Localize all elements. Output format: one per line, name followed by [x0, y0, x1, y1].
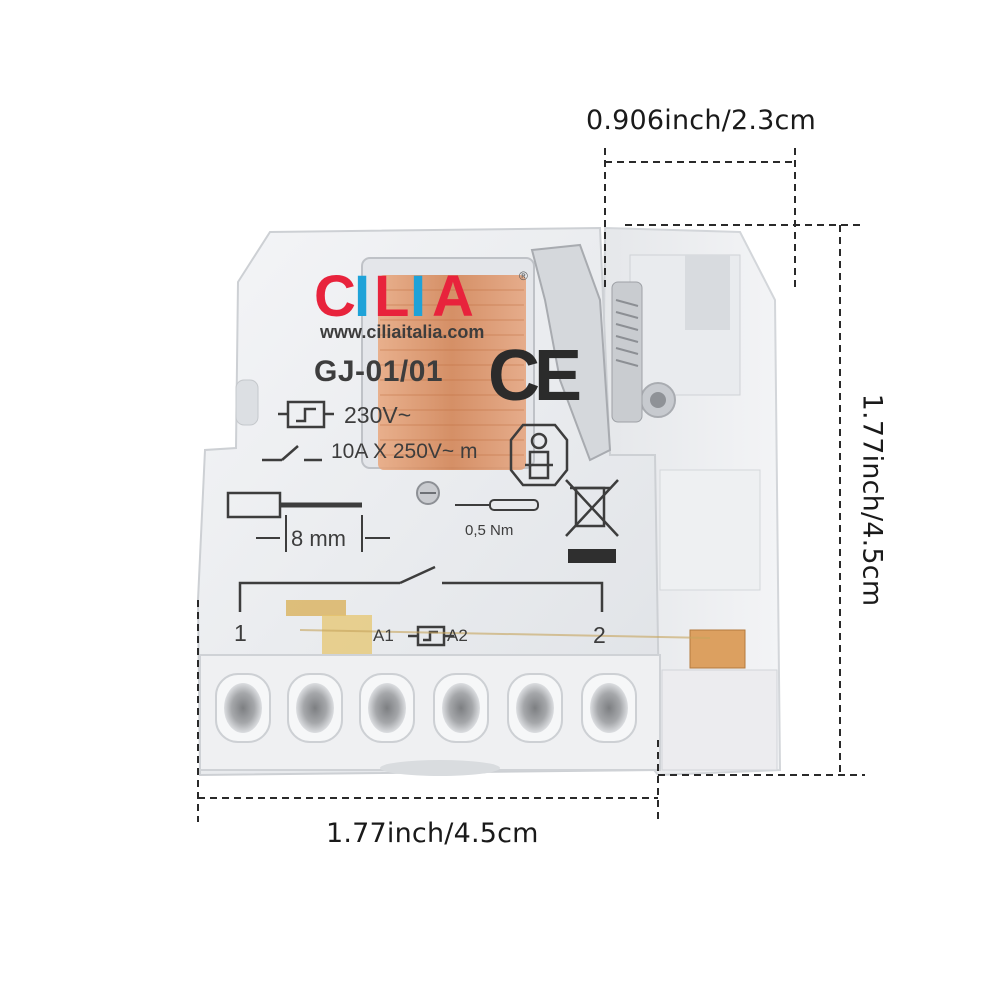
circuit-diagram [238, 565, 604, 647]
coil-voltage-label: 230V~ [344, 402, 412, 428]
svg-text:C: C [314, 264, 355, 329]
relay-coil [361, 257, 535, 470]
coil-a2-label: A2 [447, 626, 468, 645]
length-dimension-label: 1.77inch/4.5cm [326, 818, 539, 849]
svg-text:®: ® [519, 269, 528, 283]
terminal-strip [199, 654, 661, 776]
coil-a1-label: A1 [373, 626, 394, 645]
terminal-2-label: 2 [593, 622, 606, 648]
website-label: www.ciliaitalia.com [320, 322, 485, 342]
safety-transformer-icon [509, 423, 569, 487]
terminal-screw-hole [215, 673, 271, 743]
dimension-lines [197, 148, 865, 822]
svg-text:A: A [432, 264, 474, 329]
height-dimension-label: 1.77inch/4.5cm [856, 393, 888, 607]
terminal-screw-hole [433, 673, 489, 743]
torque-label: 0,5 Nm [465, 522, 514, 539]
terminal-screw-hole [359, 673, 415, 743]
terminal-screw-hole [287, 673, 343, 743]
relay-armature [530, 243, 643, 462]
strip-length-diagram [226, 491, 390, 552]
terminal-screw-hole [581, 673, 637, 743]
contact-symbol-icon [262, 445, 322, 462]
strip-length-label: 8 mm [291, 526, 346, 551]
width-dimension-label: 0.906inch/2.3cm [586, 105, 817, 136]
coil-symbol-icon [278, 400, 334, 429]
svg-text:I: I [354, 264, 370, 329]
weee-bin-icon [565, 479, 619, 537]
screwdriver-icon [455, 499, 539, 511]
svg-text:L: L [374, 264, 409, 329]
contact-rating-label: 10A X 250V~ m [331, 440, 478, 463]
weee-bar [568, 549, 616, 563]
internal-contact [286, 600, 711, 660]
model-label: GJ-01/01 [314, 355, 444, 388]
ce-mark: CE [488, 336, 582, 416]
brand-logo: C I L I A ® [314, 264, 528, 329]
screw-icon [416, 481, 440, 505]
terminal-1-label: 1 [234, 620, 247, 646]
svg-text:I: I [410, 264, 426, 329]
terminal-screw-hole [507, 673, 563, 743]
